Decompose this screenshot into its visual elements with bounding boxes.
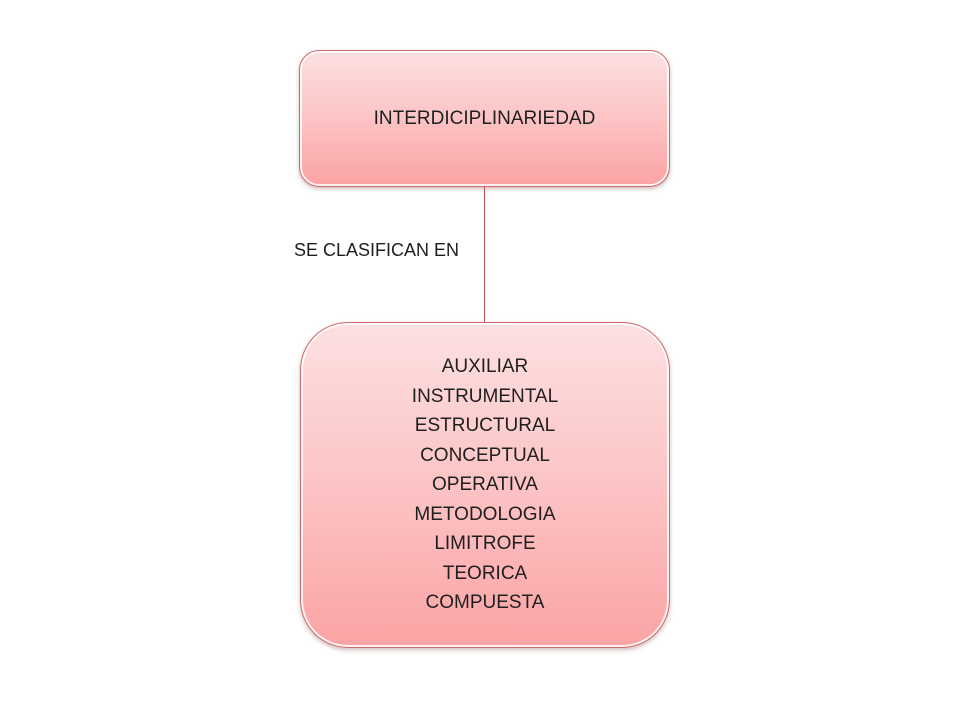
root-node-label: INTERDICIPLINARIEDAD: [373, 107, 596, 129]
classification-item: INSTRUMENTAL: [411, 385, 559, 407]
classification-item: CONCEPTUAL: [420, 444, 550, 466]
classification-list: AUXILIAR INSTRUMENTAL ESTRUCTURAL CONCEP…: [412, 352, 558, 618]
classification-node: AUXILIAR INSTRUMENTAL ESTRUCTURAL CONCEP…: [300, 322, 670, 648]
connector-line: [484, 186, 485, 323]
classification-item: ESTRUCTURAL: [414, 415, 556, 437]
classification-item: METODOLOGIA: [414, 503, 556, 525]
classification-item: TEORICA: [442, 562, 528, 584]
classification-item: OPERATIVA: [432, 474, 538, 496]
root-node: INTERDICIPLINARIEDAD: [299, 50, 670, 187]
classification-item: COMPUESTA: [425, 592, 545, 614]
classification-item: LIMITROFE: [434, 533, 536, 555]
classification-item: AUXILIAR: [441, 356, 529, 378]
edge-label: SE CLASIFICAN EN: [294, 240, 460, 260]
